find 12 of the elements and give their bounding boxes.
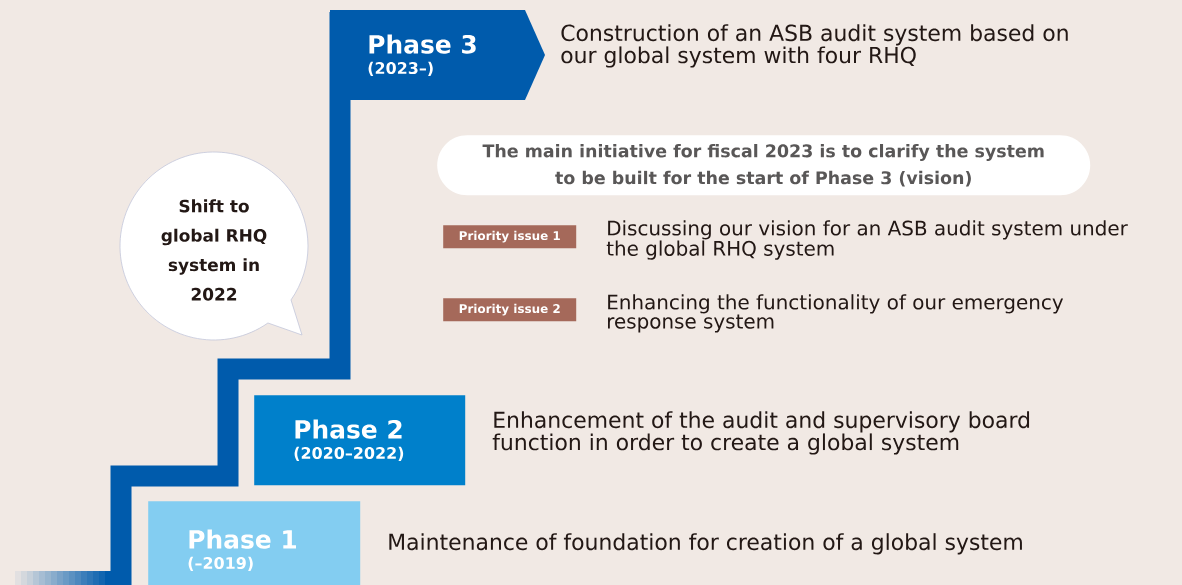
description-text: Discussing our vision for an ASB audit system under the global RHQ system [606, 220, 1128, 260]
description-text: Maintenance of foundation for creation of a global system [389, 533, 1022, 555]
initiative-pill: The main initiative for fiscal 2023 is to clarify the system to be built for the start of Phase 3 (vision) [437, 135, 1091, 196]
phase-flag: Phase 3 (2023–) [330, 10, 545, 100]
priority-badge: Priority issue 2 [443, 298, 577, 322]
phase-box: Phase 2 (2020–2022) [254, 395, 466, 486]
priority-badge: Priority issue 1 [443, 225, 577, 249]
description-text: Enhancement of the audit and supervisory board function in order to create a global system [492, 411, 1030, 455]
phase-box: Phase 1 (–2019) [148, 501, 361, 585]
description-text: Construction of an ASB audit system based on our global system with four RHQ [561, 24, 1068, 68]
description-text: Enhancing the functionality of our emergency response system [608, 294, 1064, 333]
speech-bubble: Shift to global RHQ system in 2022 [119, 151, 309, 341]
